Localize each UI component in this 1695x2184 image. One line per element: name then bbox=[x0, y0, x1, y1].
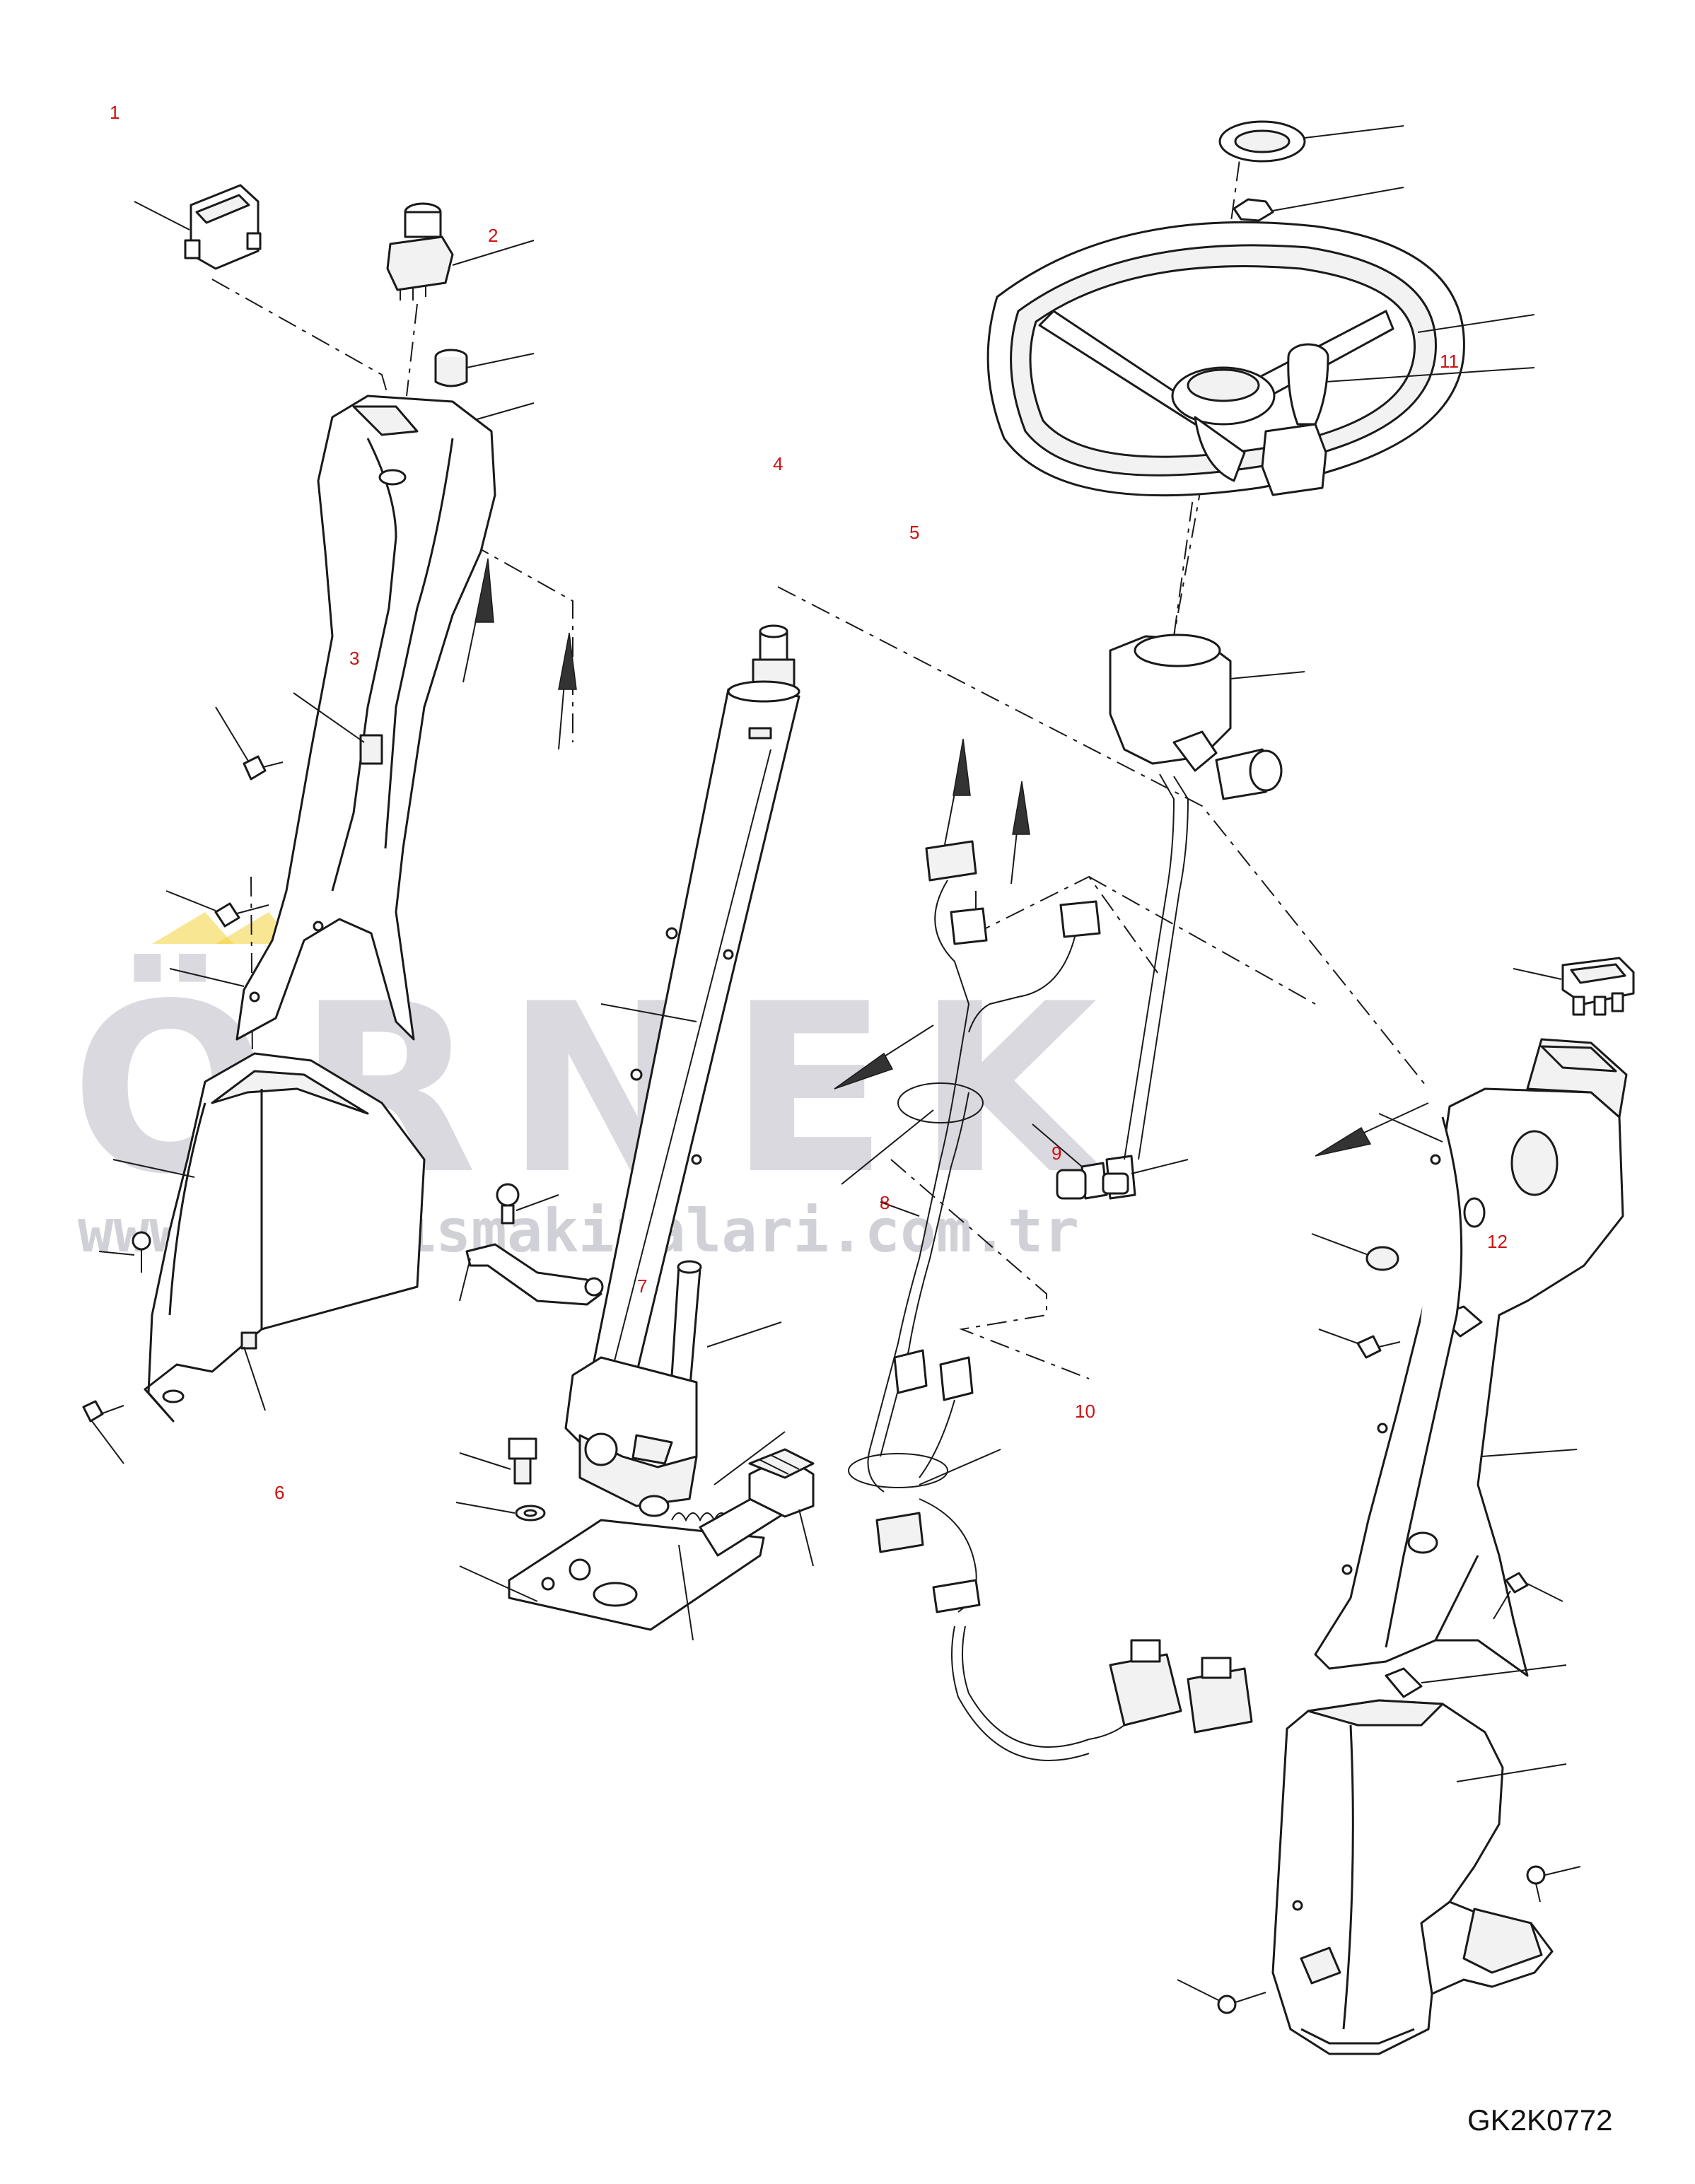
steering-wheel bbox=[986, 221, 1535, 497]
leader-line bbox=[459, 1565, 538, 1602]
screw-right-c bbox=[1526, 1865, 1581, 1903]
callout-8: 8 bbox=[880, 1192, 890, 1213]
assembly-line bbox=[1088, 876, 1316, 1005]
left-lower-shroud bbox=[144, 1052, 426, 1423]
left-upper-shroud bbox=[235, 395, 496, 1041]
rocker-switch-right bbox=[1513, 957, 1635, 1016]
leader-line bbox=[713, 1431, 786, 1485]
screw-right-d bbox=[1177, 1979, 1266, 2014]
callout-2: 2 bbox=[488, 225, 498, 246]
steering-column bbox=[508, 624, 815, 1631]
arrow-left-icon bbox=[834, 1052, 894, 1090]
base-bolt bbox=[459, 1437, 537, 1485]
leader-line bbox=[678, 1544, 694, 1641]
screw-left-d bbox=[82, 1400, 124, 1464]
screw-left-a bbox=[215, 706, 284, 781]
right-upper-shroud bbox=[1314, 1038, 1628, 1677]
assembly-line bbox=[777, 586, 1429, 1090]
leader-line bbox=[706, 1321, 782, 1348]
drawing-reference-code: GK2K0772 bbox=[1467, 2103, 1613, 2137]
arrow-up-icon bbox=[953, 738, 971, 796]
leader-line bbox=[293, 692, 365, 743]
callout-1: 1 bbox=[110, 102, 120, 123]
callout-3: 3 bbox=[349, 648, 359, 669]
callout-12: 12 bbox=[1487, 1231, 1508, 1252]
hub-nut bbox=[1233, 187, 1404, 222]
callout-10: 10 bbox=[1075, 1401, 1095, 1422]
leader-line bbox=[841, 1109, 934, 1185]
right-lower-shroud bbox=[1271, 1699, 1567, 2055]
leader-line bbox=[798, 1509, 814, 1567]
wire-harness bbox=[848, 840, 1253, 1761]
screw-right-b bbox=[1493, 1572, 1563, 1620]
rocker-switch-left bbox=[134, 184, 262, 270]
leader-line bbox=[169, 968, 245, 987]
hub-cap bbox=[1218, 120, 1404, 163]
callout-7: 7 bbox=[637, 1275, 647, 1297]
assembly-arrows bbox=[462, 558, 1429, 1157]
leader-line bbox=[919, 1449, 1001, 1485]
arrow-up-icon bbox=[474, 558, 494, 623]
base-washer bbox=[455, 1502, 546, 1522]
clip-right bbox=[1385, 1664, 1567, 1698]
callout-6: 6 bbox=[274, 1482, 284, 1503]
callout-labels: 1 2 3 4 5 6 7 8 9 10 11 12 bbox=[110, 102, 1508, 1503]
leader-line bbox=[880, 1201, 920, 1217]
rotary-switch bbox=[386, 202, 535, 300]
assembly-line bbox=[406, 303, 418, 397]
arrow-up-icon bbox=[558, 632, 577, 690]
arrow-up-icon bbox=[1012, 781, 1030, 835]
callout-5: 5 bbox=[909, 522, 919, 543]
leader-line bbox=[112, 1159, 195, 1178]
column-bracket bbox=[459, 1183, 604, 1306]
connector-pair bbox=[1032, 1123, 1189, 1200]
screw-right-a bbox=[1318, 1328, 1401, 1359]
assembly-line bbox=[890, 1159, 1090, 1379]
button-cap bbox=[1311, 1233, 1399, 1271]
arrow-left-icon bbox=[1315, 1126, 1372, 1157]
callout-9: 9 bbox=[1052, 1143, 1061, 1164]
leader-line bbox=[600, 1003, 697, 1022]
leader-line bbox=[243, 1346, 266, 1411]
callout-11: 11 bbox=[1440, 351, 1459, 372]
assembly-line bbox=[1173, 480, 1203, 637]
column-switch bbox=[1109, 633, 1305, 1160]
callout-4: 4 bbox=[773, 453, 783, 474]
assembly-line bbox=[211, 279, 397, 425]
screw-left-c bbox=[98, 1231, 151, 1273]
screw-left-b bbox=[165, 890, 269, 928]
watermark-accent-left bbox=[152, 912, 233, 944]
assembly-line bbox=[975, 875, 1160, 976]
